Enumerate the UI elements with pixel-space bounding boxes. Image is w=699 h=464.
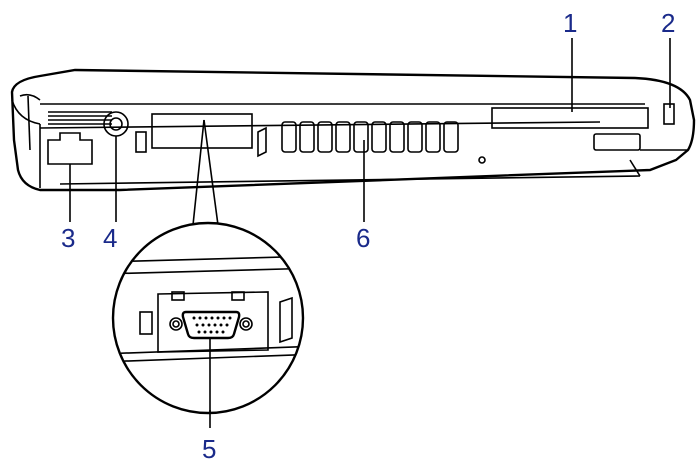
callout-1: 1 — [563, 8, 577, 38]
callout-2: 2 — [661, 8, 675, 38]
magnified-view — [111, 221, 305, 428]
callout-3: 3 — [61, 223, 75, 253]
security-slot — [663, 38, 675, 125]
vent — [281, 121, 459, 222]
card-slot — [491, 38, 649, 129]
callout-6: 6 — [356, 223, 370, 253]
callout-5: 5 — [202, 434, 216, 464]
vga-connector — [169, 310, 253, 340]
side-port — [593, 133, 641, 151]
display-port-cover — [135, 113, 267, 158]
callout-4: 4 — [103, 223, 117, 253]
zoom-guide — [192, 119, 219, 226]
lan-port — [47, 132, 93, 222]
indicator-dot — [478, 156, 486, 164]
laptop-body — [10, 68, 696, 192]
dc-in-jack — [103, 111, 129, 222]
grip-stripes — [48, 111, 112, 125]
